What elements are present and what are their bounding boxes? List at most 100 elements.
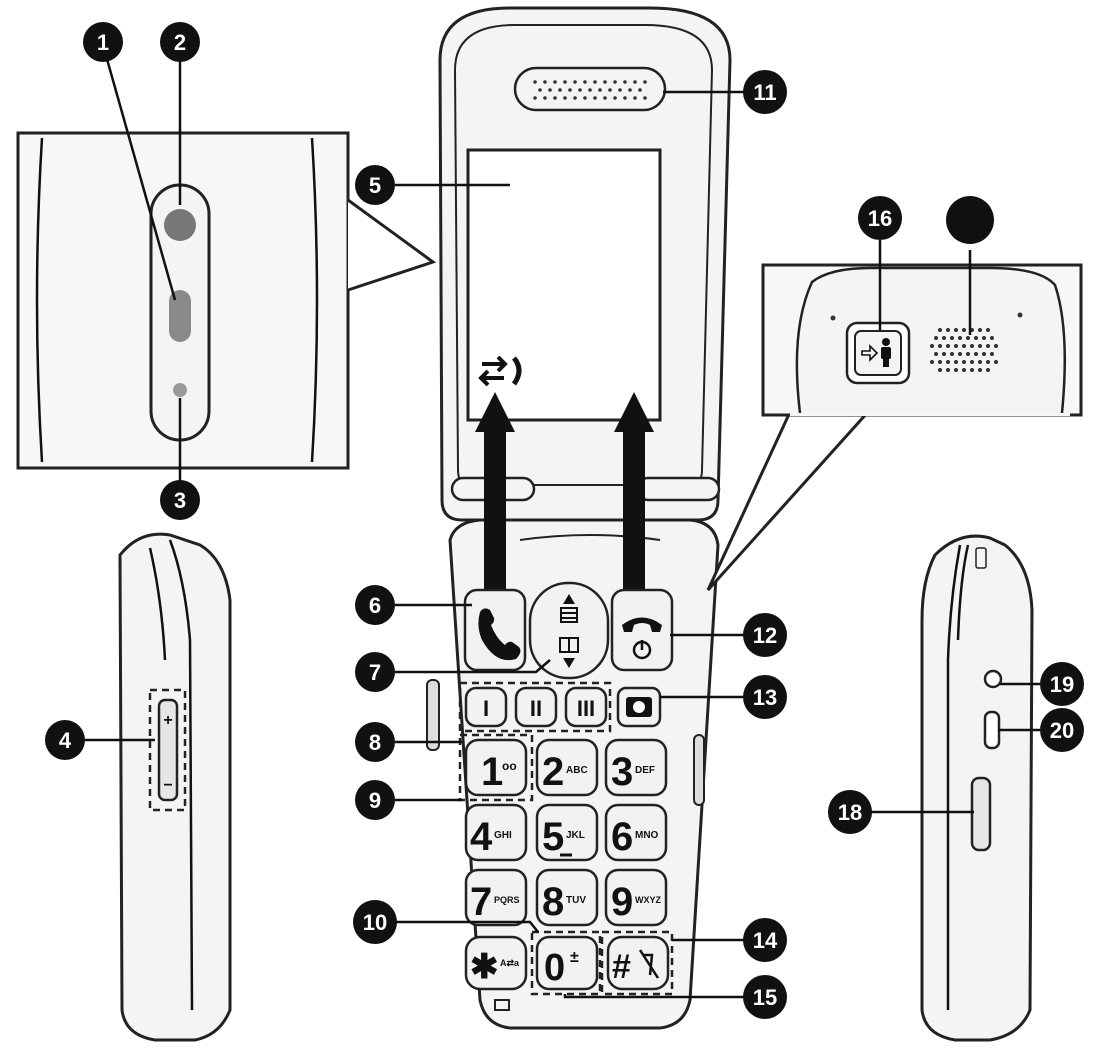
callout-16: 16 (858, 196, 902, 240)
earphone-jack (164, 209, 196, 241)
volume-key-highlight (148, 688, 187, 812)
callout-12-label: 12 (753, 623, 777, 648)
key-6[interactable]: 6 MNO (604, 803, 668, 862)
callout-2: 2 (160, 22, 200, 62)
callout-7-label: 7 (369, 660, 381, 685)
display-screen (466, 148, 662, 422)
key-8[interactable]: 8 TUV (535, 868, 599, 927)
earphone-jack (983, 669, 1003, 689)
speed-dial-key-1-label: I (483, 696, 489, 721)
back-detail-inset (706, 263, 1083, 592)
sos-person-icon (861, 338, 891, 367)
key-8-digit: 8 (542, 880, 564, 924)
key-6-digit: 6 (611, 815, 633, 859)
callout-10-label: 10 (363, 910, 387, 935)
key-star[interactable]: ✱ A⇄a (464, 935, 528, 991)
key-7-letters: PQRS (494, 895, 520, 905)
voicemail-icon: oo (502, 759, 517, 773)
key-2-digit: 2 (542, 750, 564, 794)
key-star-digit: ✱ (470, 948, 499, 986)
callout-19: 19 (1040, 662, 1084, 706)
callout-7: 7 (355, 652, 395, 692)
callout-4: 4 (45, 720, 85, 760)
callout-19-label: 19 (1050, 672, 1074, 697)
callout-8: 8 (355, 722, 395, 762)
callout-6: 6 (355, 585, 395, 625)
volume-plus-label: + (163, 712, 172, 729)
key-2[interactable]: 2 ABC (535, 738, 599, 797)
hang-up-button[interactable] (610, 588, 674, 672)
key-1-digit: 1 (481, 750, 503, 794)
callout-13: 13 (743, 675, 787, 719)
silent-icon (638, 949, 660, 979)
key-4-digit: 4 (470, 815, 493, 859)
key-3-letters: DEF (635, 765, 655, 776)
key-7[interactable]: 7 PQRS (464, 868, 528, 927)
hang-up-icon (622, 617, 662, 632)
key-5-letters: JKL (566, 830, 585, 841)
microphone-mark (494, 999, 510, 1011)
key-2-letters: ABC (566, 765, 588, 776)
key0-highlight (530, 930, 602, 996)
key1-highlight (458, 733, 534, 802)
callout-1-label: 1 (97, 30, 109, 55)
callout-18-label: 18 (838, 800, 862, 825)
callout-3: 3 (160, 480, 200, 520)
callout-5-label: 5 (369, 173, 381, 198)
key-0-symbol: ± (570, 949, 579, 966)
side-speaker-key[interactable] (970, 776, 992, 852)
speed-dial-highlight (458, 681, 612, 733)
key-1[interactable]: 1 oo (464, 738, 528, 797)
key-star-letters: A⇄a (500, 958, 520, 968)
callout-11-label: 11 (753, 80, 776, 105)
callout-17 (946, 196, 994, 244)
callout-18: 18 (828, 790, 872, 834)
speed-dial-key-2[interactable]: II (514, 686, 558, 728)
key-3[interactable]: 3 DEF (604, 738, 668, 797)
callout-15: 15 (743, 975, 787, 1019)
volume-key[interactable] (157, 698, 179, 802)
hash-highlight (600, 930, 674, 996)
callout-10: 10 (353, 900, 397, 944)
callout-1: 1 (83, 22, 123, 62)
key-5-digit: 5 (542, 815, 564, 859)
usb-port (983, 710, 1001, 750)
callout-20: 20 (1040, 708, 1084, 752)
volume-minus-label: − (163, 777, 172, 794)
key-9[interactable]: 9 WXYZ (604, 868, 668, 927)
key-hash-digit: # (612, 948, 631, 986)
left-side-view: + − (118, 532, 232, 1042)
callout-12: 12 (743, 613, 787, 657)
camera-button[interactable] (616, 686, 662, 728)
sos-button[interactable] (845, 321, 911, 385)
key-0[interactable]: 0 ± (535, 935, 599, 991)
key-4-letters: GHI (494, 830, 512, 841)
key-5[interactable]: 5 JKL (535, 803, 599, 862)
key-7-digit: 7 (470, 880, 492, 924)
talk-button[interactable] (463, 588, 527, 672)
speed-dial-key-3[interactable]: III (564, 686, 608, 728)
speed-dial-key-1[interactable]: I (464, 686, 508, 728)
arrow-talk (475, 392, 515, 600)
callout-3-label: 3 (174, 488, 186, 513)
callout-14-label: 14 (753, 928, 778, 953)
key-8-letters: TUV (566, 895, 586, 906)
callout-5: 5 (355, 165, 395, 205)
callout-4-label: 4 (59, 728, 72, 753)
navigator-key[interactable] (528, 581, 610, 680)
key-hash[interactable]: # (606, 935, 670, 991)
key-0-digit: 0 (544, 947, 565, 989)
microphone-hole (173, 383, 187, 397)
usb-port (169, 290, 191, 342)
arrow-hangup (614, 392, 654, 600)
callout-2-label: 2 (174, 30, 186, 55)
speed-dial-key-3-label: III (577, 696, 595, 721)
callout-13-label: 13 (753, 685, 777, 710)
earpiece-grille (533, 80, 647, 100)
callout-6-label: 6 (369, 593, 381, 618)
callout-9: 9 (355, 780, 395, 820)
key-4[interactable]: 4 GHI (464, 803, 528, 862)
right-side-view (920, 534, 1034, 1042)
callout-11: 11 (743, 70, 787, 114)
